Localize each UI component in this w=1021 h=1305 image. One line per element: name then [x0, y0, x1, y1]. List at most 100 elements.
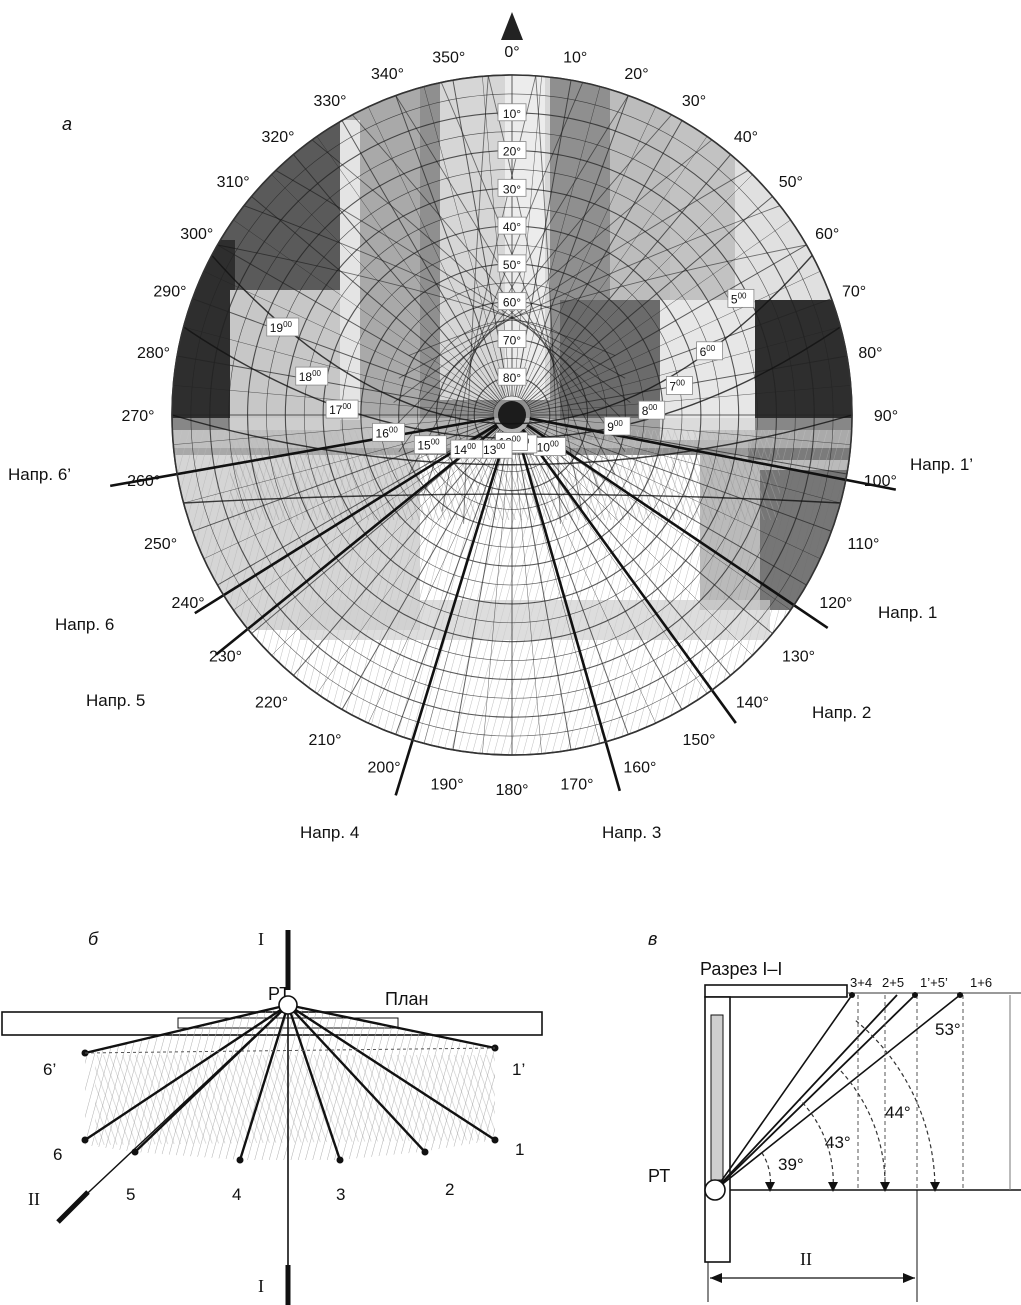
hour-label-box: [666, 376, 693, 395]
azimuth-spoke: [395, 95, 507, 398]
altitude-label-box: [497, 103, 527, 122]
azimuth-label: 180°: [495, 782, 528, 799]
azimuth-label: 20°: [624, 66, 648, 83]
azimuth-label: 170°: [560, 776, 593, 793]
plan-ray: [286, 1004, 342, 1161]
hour-curve: [408, 95, 629, 475]
altitude-label: 80°: [503, 371, 521, 385]
hour-curve: [398, 205, 781, 379]
north-arrow-icon: [501, 12, 523, 40]
dim-arrow-left-icon: [710, 1273, 722, 1283]
angle-arc-53: [854, 1019, 936, 1191]
direction-ray: [394, 431, 508, 796]
panel-b-plan: б План РТ I I II 1’ 1 2 3 4 5 6 6’: [1, 929, 543, 1305]
plan-ray-label-1: 1: [515, 1140, 524, 1159]
hour-label-box: [295, 366, 329, 386]
sun-path-arcs: [171, 75, 853, 524]
arrowhead-53-icon: [930, 1182, 940, 1192]
azimuth-spoke: [341, 431, 503, 710]
altitude-label: 50°: [503, 258, 521, 272]
section-ray-44: [714, 994, 916, 1191]
azimuth-spoke: [173, 416, 494, 445]
angle-label-53: 53°: [935, 1020, 961, 1039]
hour-label-box: [696, 341, 724, 361]
azimuth-spoke: [530, 385, 851, 414]
azimuth-label: 150°: [682, 732, 715, 749]
azimuth-label: 50°: [779, 174, 803, 191]
azimuth-spoke: [528, 424, 807, 586]
direction-ray: [521, 428, 737, 724]
angle-arc-44: [839, 1069, 886, 1191]
arrowhead-39-icon: [765, 1182, 775, 1192]
section-mark-II-line: [56, 1190, 90, 1224]
direction-ray: [109, 416, 495, 488]
azimuth-spoke: [271, 428, 499, 656]
azimuth-spoke: [251, 196, 498, 404]
direction-label: Напр. 1: [878, 603, 937, 622]
azimuth-spoke: [529, 422, 821, 559]
azimuth-spoke: [316, 430, 502, 694]
direction-ray: [194, 423, 498, 615]
panel-a-letter: а: [62, 114, 72, 134]
azimuth-label: 200°: [368, 759, 401, 776]
direction-label: Напр. 2: [812, 703, 871, 722]
section-line-II: [74, 1004, 289, 1206]
horizon-outline: [171, 74, 853, 756]
azimuth-spoke: [525, 428, 753, 656]
plan-ray: [84, 1004, 289, 1141]
azimuth-spoke: [529, 420, 832, 532]
azimuth-spoke: [529, 271, 821, 408]
direction-label: Напр. 6’: [8, 465, 71, 484]
plan-ray-label-6: 6: [53, 1145, 62, 1164]
azimuth-label: 270°: [121, 408, 154, 425]
hour-curve: [395, 95, 616, 475]
hour-curve: [275, 170, 631, 403]
hour-label-box: [603, 416, 631, 436]
azimuth-label: 160°: [623, 759, 656, 776]
azimuth-spoke: [521, 431, 683, 710]
section-point-label: РТ: [648, 1166, 670, 1186]
altitude-label: 70°: [503, 333, 521, 347]
section-mark-top: I: [258, 929, 264, 949]
azimuth-spoke: [513, 433, 542, 754]
azimuth-label: 90°: [874, 408, 898, 425]
hour-curve: [463, 75, 489, 524]
azimuth-label: 210°: [308, 732, 341, 749]
direction-label: Напр. 1’: [910, 455, 973, 474]
azimuth-label: 230°: [209, 648, 242, 665]
plan-ray-end: [491, 1136, 499, 1144]
angle-label-44: 44°: [885, 1103, 911, 1122]
plan-ray-label-6p: 6’: [43, 1060, 56, 1079]
azimuth-label: 40°: [734, 129, 758, 146]
plan-title: План: [385, 989, 428, 1009]
hour-curve: [440, 82, 601, 495]
plan-rays: [81, 1003, 499, 1164]
azimuth-spoke: [517, 432, 629, 735]
panel-v-section: в Разрез I–I 3+4 2+5: [648, 929, 1021, 1302]
azimuth-label: 350°: [432, 50, 465, 67]
plan-ray: [287, 1003, 496, 1050]
azimuth-label: 0°: [504, 44, 519, 61]
hour-curve: [535, 75, 561, 524]
direction-label: Напр. 5: [86, 691, 145, 710]
azimuth-spoke: [177, 355, 494, 413]
section-top-label-2: 1’+5’: [920, 975, 948, 990]
azimuth-spoke: [521, 120, 683, 399]
azimuth-spoke: [525, 174, 753, 402]
direction-label: Напр. 3: [602, 823, 661, 842]
section-mark-bottom: I: [258, 1276, 264, 1296]
plan-ray-end: [336, 1156, 344, 1164]
section-ray-43: [714, 994, 898, 1191]
azimuth-spoke: [395, 432, 507, 735]
azimuth-label: 340°: [371, 66, 404, 83]
azimuth-spoke: [519, 432, 656, 724]
panel-a-sun-path-chart: а: [8, 12, 973, 842]
dim-arrow-right-icon: [903, 1273, 915, 1283]
altitude-label-box: [497, 292, 527, 311]
panel-b-letter: б: [88, 929, 99, 949]
altitude-label: 10°: [503, 107, 521, 121]
altitude-label-box: [497, 141, 527, 159]
dim-label: II: [800, 1249, 812, 1269]
section-window: [710, 1014, 724, 1181]
azimuth-label: 260°: [127, 473, 160, 490]
